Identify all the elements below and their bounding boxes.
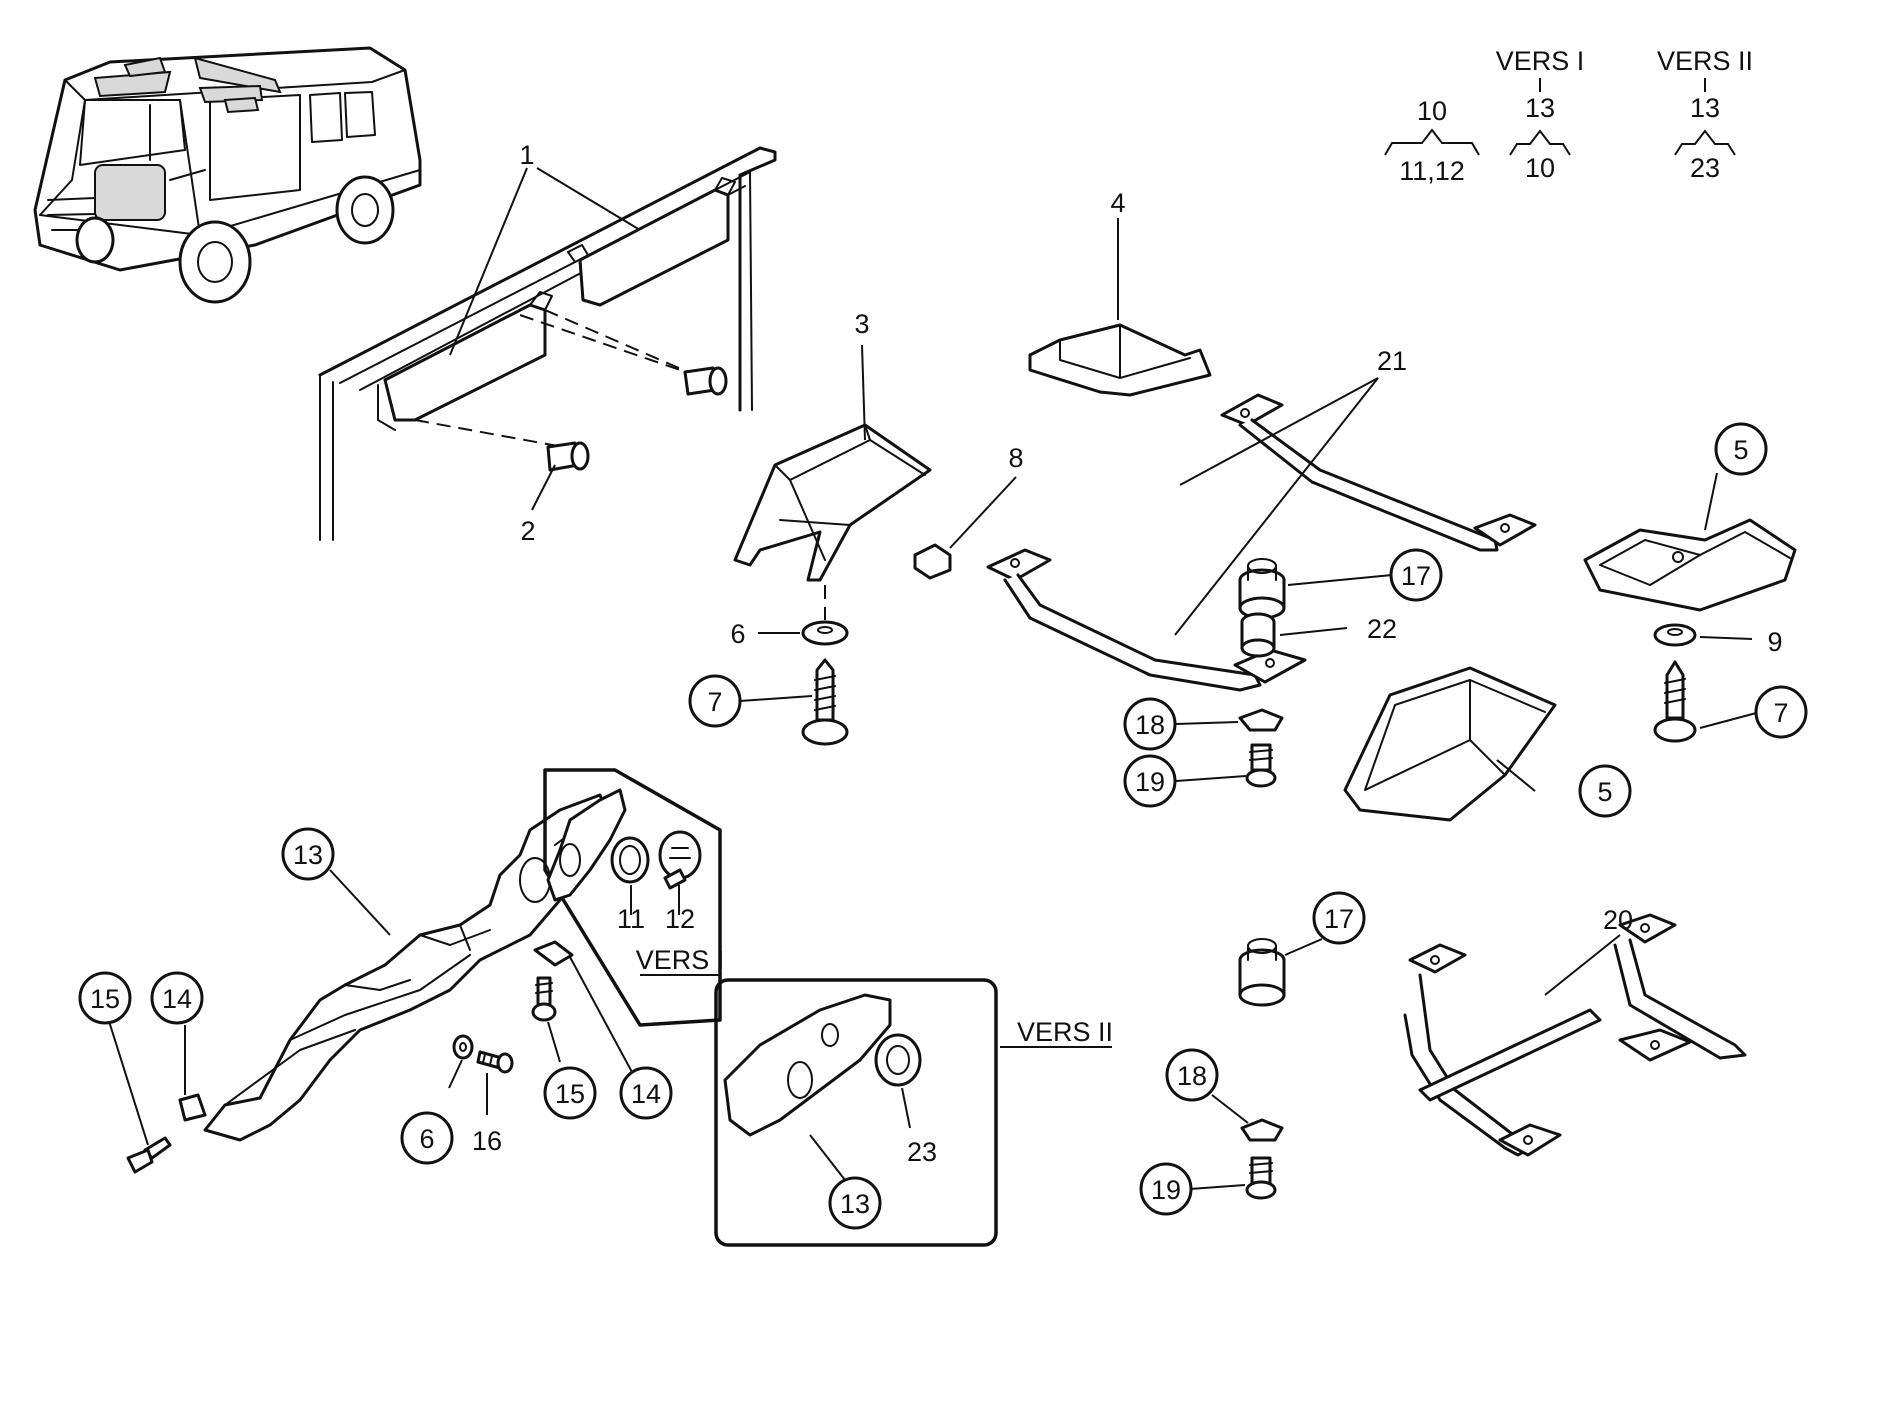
legend-brace [1509, 129, 1571, 156]
callout-15-middle: 15 [543, 1066, 597, 1120]
callout-4: 4 [1110, 188, 1125, 218]
tray-4 [1028, 323, 1212, 397]
svg-text:18: 18 [1177, 1061, 1207, 1091]
part-18-washer-a [1238, 708, 1284, 732]
part-15-screw-b [531, 976, 557, 1022]
callout-18-lower: 18 [1165, 1048, 1219, 1102]
legend-group3-top: 13 [1690, 93, 1720, 123]
callout-11: 11 [617, 904, 645, 934]
part-16-screw [476, 1050, 514, 1074]
svg-text:7: 7 [1773, 698, 1788, 728]
svg-text:17: 17 [1401, 561, 1431, 591]
tray-5-right [1583, 518, 1797, 612]
callout-18-upper: 18 [1123, 697, 1177, 751]
legend-group1-top: 10 [1417, 96, 1447, 126]
svg-text:13: 13 [293, 840, 323, 870]
sun-visor-right [567, 177, 736, 307]
svg-text:13: 13 [840, 1189, 870, 1219]
visor-screws [414, 309, 728, 472]
callout-21: 21 [1377, 346, 1407, 376]
svg-text:15: 15 [555, 1079, 585, 1109]
windshield-frame [318, 146, 777, 541]
svg-text:6: 6 [419, 1124, 434, 1154]
callout-23: 23 [907, 1137, 937, 1167]
version-legend: VERS I VERS II 10 13 13 11,12 10 23 [1384, 46, 1753, 186]
legend-brace [1674, 129, 1736, 156]
svg-text:5: 5 [1597, 777, 1612, 807]
callout-3: 3 [854, 309, 869, 339]
callout-5-lower: 5 [1578, 764, 1632, 818]
part-7-screw-a [801, 658, 849, 746]
part-17-bushing-a [1238, 558, 1286, 620]
legend-vers2-label: VERS II [1657, 46, 1753, 76]
part-22-spacer [1240, 612, 1276, 658]
legend-group3-bottom: 23 [1690, 153, 1720, 183]
svg-text:18: 18 [1135, 710, 1165, 740]
part-18-washer-b [1240, 1118, 1284, 1142]
callout-15-left: 15 [78, 971, 132, 1025]
svg-text:19: 19 [1135, 767, 1165, 797]
part-6-washer-b [452, 1034, 474, 1060]
part-19-bolt-a [1245, 743, 1277, 788]
svg-text:17: 17 [1324, 904, 1354, 934]
callout-14-left: 14 [150, 971, 204, 1025]
vers2-detail-box [714, 978, 998, 1247]
callout-2: 2 [520, 516, 535, 546]
callout-19-upper: 19 [1123, 754, 1177, 808]
legend-group2-bottom: 10 [1525, 153, 1555, 183]
callout-17-lower: 17 [1312, 891, 1366, 945]
part-17-bushing-b [1238, 938, 1286, 1007]
grab-handle-3 [733, 423, 932, 582]
callout-19-lower: 19 [1139, 1162, 1193, 1216]
frame-20 [1403, 913, 1747, 1157]
part-9-washer [1653, 623, 1697, 647]
callout-22: 22 [1367, 614, 1397, 644]
callout-13-main: 13 [281, 827, 335, 881]
callout-8: 8 [1008, 443, 1023, 473]
legend-group2-top: 13 [1525, 93, 1555, 123]
vers2-box-label: VERS II [1017, 1017, 1113, 1047]
svg-text:14: 14 [162, 984, 192, 1014]
bracket-21-upper [1220, 393, 1537, 552]
part-15-screw-a [126, 1136, 172, 1174]
legend-group1-bottom: 11,12 [1399, 156, 1465, 186]
part-7-screw-b [1653, 660, 1697, 743]
vers1-detail-box [543, 768, 722, 1027]
callout-17-upper: 17 [1389, 548, 1443, 602]
part-6-washer-a [801, 585, 849, 646]
part-14-clip-b [533, 940, 574, 967]
tray-5-lower [1343, 666, 1557, 822]
svg-text:14: 14 [631, 1079, 661, 1109]
callout-16: 16 [472, 1126, 502, 1156]
svg-text:5: 5 [1733, 435, 1748, 465]
callout-7-right: 7 [1754, 685, 1808, 739]
callout-6-lower: 6 [400, 1111, 454, 1165]
callout-14-middle: 14 [619, 1066, 673, 1120]
callout-6-upper: 6 [730, 619, 745, 649]
leader-lines [107, 167, 1761, 1190]
callout-12: 12 [665, 904, 695, 934]
callout-13-vers2: 13 [828, 1176, 882, 1230]
callout-5-right: 5 [1714, 422, 1768, 476]
svg-text:19: 19 [1151, 1175, 1181, 1205]
part-19-bolt-b [1245, 1156, 1277, 1200]
callout-7-left: 7 [688, 674, 742, 728]
callout-1: 1 [519, 140, 534, 170]
sun-visor-left [377, 291, 553, 431]
callout-20: 20 [1603, 905, 1633, 935]
part-8-clip [913, 543, 952, 580]
svg-text:15: 15 [90, 984, 120, 1014]
part-14-clip-a [178, 1093, 207, 1122]
callout-9: 9 [1767, 627, 1782, 657]
vehicle-illustration [33, 46, 422, 304]
legend-vers1-label: VERS I [1496, 46, 1585, 76]
vers1-box-label: VERS I [636, 945, 725, 975]
svg-text:7: 7 [707, 687, 722, 717]
legend-brace [1384, 128, 1480, 156]
